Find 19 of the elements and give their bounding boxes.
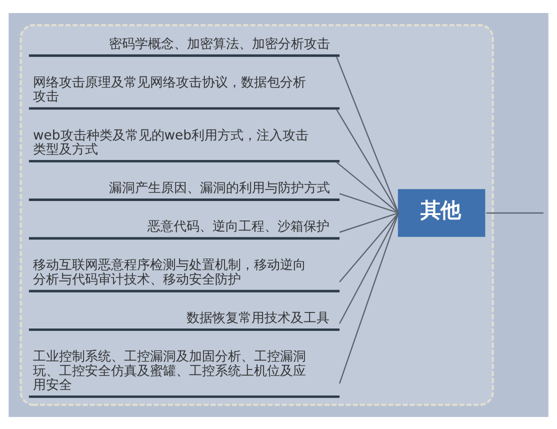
- node-text: 密码学概念、加密算法、加密分析攻击: [109, 36, 330, 52]
- connector: [336, 108, 399, 213]
- node-text: 漏洞产生原因、漏洞的利用与防护方式: [109, 180, 330, 196]
- cluster: [20, 24, 494, 406]
- node-text: 恶意代码、逆向工程、沙箱保护: [148, 219, 330, 234]
- node-text: web攻击种类及常见的web利用方式，注入攻击类型及方式: [32, 128, 309, 157]
- connector: [339, 212, 399, 282]
- connector: [486, 212, 544, 214]
- connector: [338, 212, 399, 384]
- node-text: 移动互联网恶意程序检测与处置机制，移动逆向分析与代码审计技术、移动安全防护: [32, 258, 306, 287]
- node-text: 网络攻击原理及常见网络攻击协议，数据包分析攻击: [32, 74, 306, 104]
- connector: [336, 161, 399, 213]
- node-text: 工业控制系统、工控漏洞及加固分析、工控漏洞玩、工控安全仿真及蜜罐、工控系统上机位及应用安全: [32, 349, 306, 392]
- connector: [339, 212, 399, 232]
- connector: [339, 212, 399, 324]
- connector: [336, 56, 399, 213]
- node-text: 数据恢复常用技术及工具: [186, 310, 330, 326]
- connector: [339, 192, 399, 214]
- node-box: 其他: [398, 188, 486, 236]
